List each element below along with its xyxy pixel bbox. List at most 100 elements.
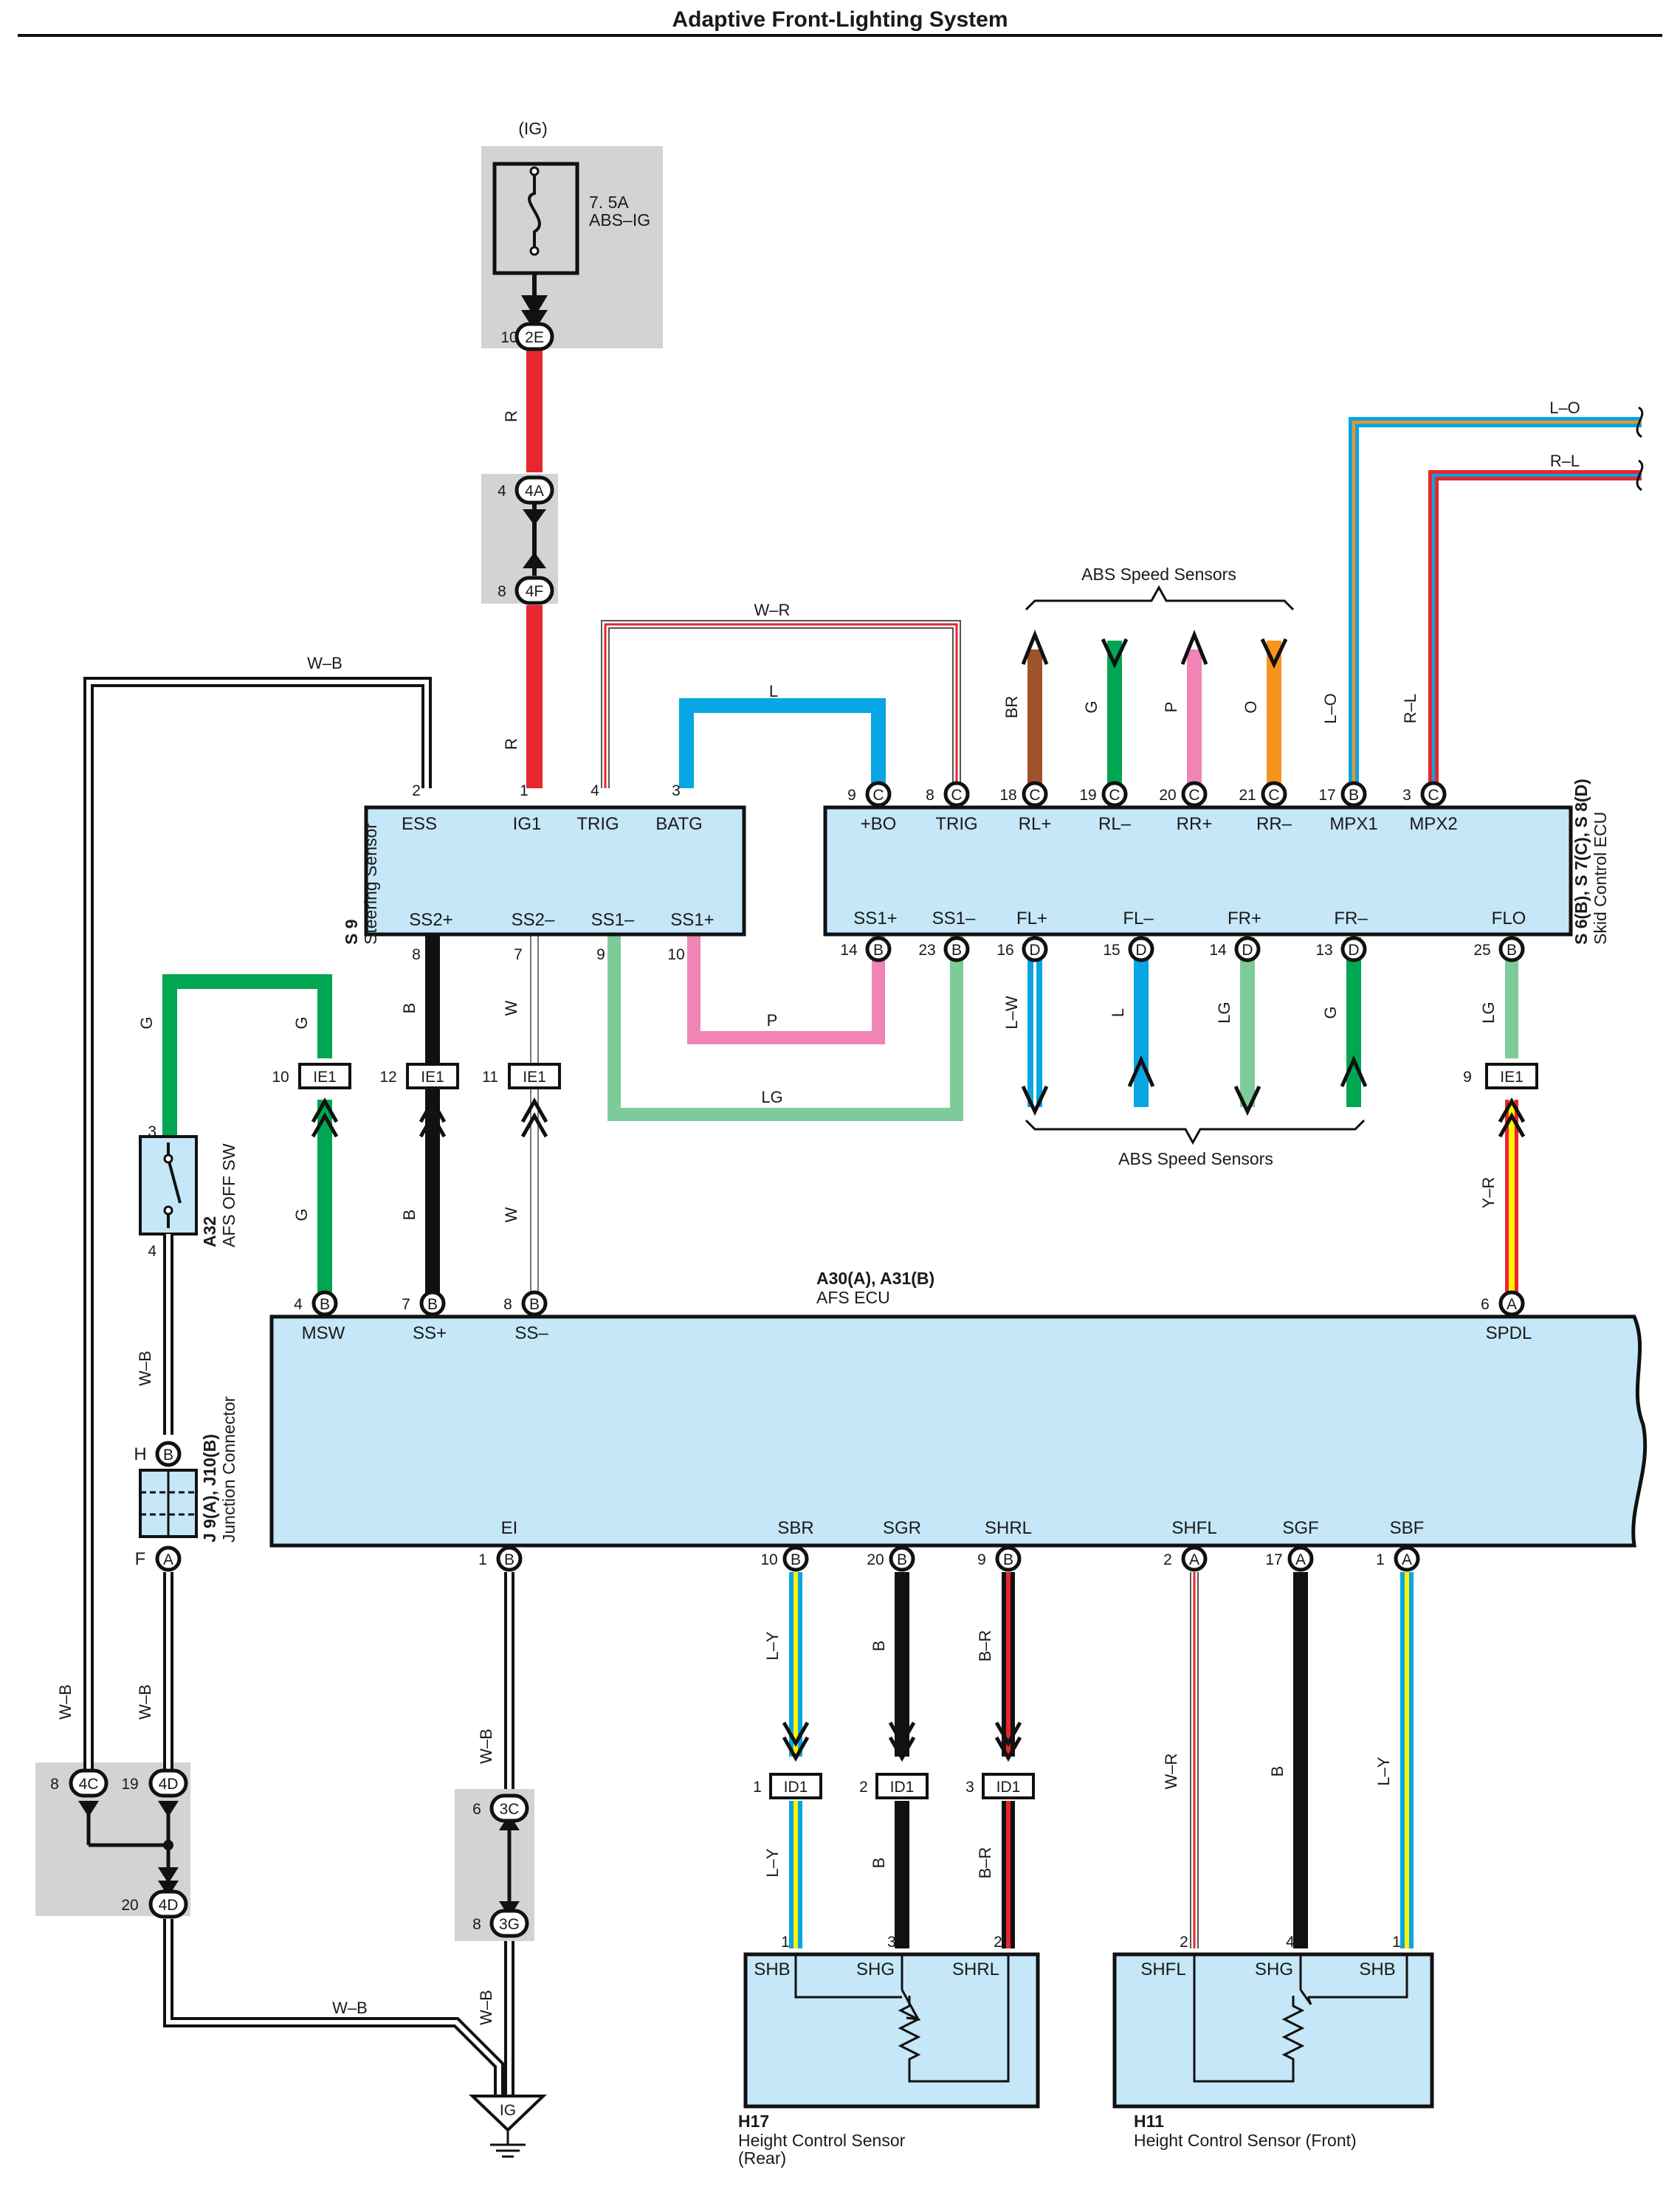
afs-top-pin-name: SS+ (413, 1323, 447, 1343)
skid-top-pin-num: 9 (847, 787, 856, 804)
wire-label-lg: LG (1215, 1002, 1233, 1023)
skid-bottom-pin-num: 25 (1473, 942, 1490, 959)
connector-ie1-box (508, 1063, 561, 1089)
afs-top-pin-name: SS– (514, 1323, 548, 1343)
afs-bottom-badge-letter: B (504, 1551, 514, 1568)
skid-top-pin-num: 3 (1402, 787, 1411, 804)
steering-bottom-pin-num: 9 (596, 946, 605, 963)
wire-label-rl_label: R–L (1550, 452, 1580, 470)
steering-top-pin-name: IG1 (513, 814, 542, 834)
skid-top-pin-name: MPX2 (1409, 814, 1457, 834)
connector-id1-pin: 3 (965, 1779, 974, 1796)
skid-top-pin-num: 17 (1318, 787, 1335, 804)
connector-4f-id: 4F (526, 583, 544, 600)
wire-label-p: P (1162, 702, 1180, 713)
afs-bottom-pin-name: SBR (777, 1518, 813, 1538)
skid-top-badge-letter: C (1188, 787, 1199, 804)
connector-ie1-id: IE1 (313, 1069, 337, 1086)
wire-label-w2: W (502, 1207, 520, 1222)
afs-bottom-badge-circle (1181, 1545, 1208, 1572)
skid-bottom-badge-letter: B (951, 942, 962, 959)
skid-bottom-badge-letter: D (1029, 942, 1040, 959)
afs-bottom-pin-name: EI (501, 1518, 518, 1538)
wire-lg-ss1 (607, 934, 963, 1121)
skid-top-pin-num: 19 (1079, 787, 1096, 804)
wire-label-l: L (1109, 1008, 1127, 1017)
fuse-element-icon (528, 171, 541, 251)
afs-bottom-badge-letter: A (1295, 1551, 1306, 1568)
skid-top-badge-circle (1022, 781, 1048, 807)
skid-top-badge-letter: C (1029, 787, 1040, 804)
skid-bottom-badge-circle (1022, 936, 1048, 962)
skid-top-badge-letter: C (1109, 787, 1120, 804)
skid-top-badge-circle (1420, 781, 1447, 807)
connector-3g-id: 3G (499, 1916, 520, 1933)
connector-2e-pill (514, 322, 554, 351)
afs-name: AFS ECU (816, 1288, 890, 1307)
afs-bottom-pin-name: SHFL (1171, 1518, 1216, 1538)
afs-top-pin-name: MSW (302, 1323, 345, 1343)
skid-top-pin-name: RL+ (1019, 814, 1052, 834)
skid-bottom-pin-name: SS1– (932, 909, 976, 928)
wire-label-b2: B (400, 1210, 419, 1221)
abs-top-label: ABS Speed Sensors (1081, 565, 1236, 584)
steering-top-pin-name: BATG (655, 814, 703, 834)
connector-4d-20-pin: 20 (121, 1897, 138, 1914)
potentiometer-front-icon (1193, 1954, 1408, 2083)
wire-label-lg_h: LG (761, 1088, 782, 1106)
steering-top-pin-name: ESS (402, 814, 437, 834)
junction-bottom-badge-circle (155, 1545, 182, 1572)
afs-top-badge-letter: B (529, 1296, 540, 1313)
wire-label-g: G (1082, 700, 1101, 713)
connector-4a-pin: 4 (498, 483, 506, 500)
wire-label-wb2: W–B (56, 1684, 75, 1720)
afs-bottom-pin-name: SGF (1282, 1518, 1318, 1538)
skid-top-badge-letter: C (951, 787, 962, 804)
skid-bottom-badge-circle (865, 936, 892, 962)
skid-bottom-pin-num: 14 (840, 942, 858, 959)
steering-top-pin-num: 1 (520, 782, 529, 799)
steering-code: S 9 (342, 919, 361, 945)
h17-pin-name: SHG (856, 1960, 895, 1979)
wire-label-l_top: L (769, 682, 778, 700)
connector-ie1-box (406, 1063, 459, 1089)
skid-code: S 6(B), S 7(C), S 8(D) (1571, 779, 1591, 945)
wire-label-w1: W (502, 1000, 520, 1016)
afs-bottom-badge-circle (1394, 1545, 1420, 1572)
skid-bottom-badge-circle (1234, 936, 1261, 962)
connector-ie1-id: IE1 (1500, 1069, 1524, 1086)
potentiometer-rear-icon (794, 1954, 1010, 2083)
junction-code: J 9(A), J10(B) (200, 1434, 219, 1543)
steering-bottom-pin-name: SS1– (591, 910, 635, 930)
h17-name2: (Rear) (738, 2148, 786, 2168)
wire-label-br: BR (1002, 696, 1021, 719)
connector-id1-id: ID1 (890, 1779, 915, 1796)
wire-label-wb1: W–B (136, 1351, 154, 1386)
fuse-rating: 7. 5A (589, 193, 629, 212)
skid-top-pin-num: 8 (926, 787, 934, 804)
skid-top-badge-letter: C (872, 787, 884, 804)
skid-top-pin-num: 21 (1239, 787, 1256, 804)
afs-bottom-badge-circle (889, 1545, 915, 1572)
connector-4d-20-pill (148, 1889, 188, 1919)
junction-top-badge-circle (155, 1441, 182, 1467)
afs-top-pin-num: 7 (402, 1296, 410, 1313)
afs-bottom-badge-letter: A (1189, 1551, 1199, 1568)
wire-label-br3: B–R (976, 1847, 994, 1879)
connector-id1-box (982, 1773, 1035, 1799)
h17-pin-name: SHB (754, 1960, 790, 1979)
h11-pin-num: 4 (1286, 1934, 1295, 1951)
steering-bottom-pin-name: SS2– (512, 910, 555, 930)
wire-label-b1: B (400, 1003, 419, 1014)
skid-bottom-pin-num: 16 (996, 942, 1013, 959)
wire-label-br2: B–R (976, 1630, 994, 1662)
skid-bottom-badge-letter: B (1507, 942, 1517, 959)
steering-bottom-pin-num: 8 (412, 946, 421, 963)
ground-label: IG (500, 2102, 516, 2119)
wire-label-g_sw: G (137, 1016, 156, 1029)
wire-label-wr2: W–R (1162, 1754, 1180, 1790)
skid-top-badge-circle (1340, 781, 1367, 807)
skid-control-ecu-box (823, 805, 1573, 937)
skid-bottom-badge-circle (1498, 936, 1525, 962)
